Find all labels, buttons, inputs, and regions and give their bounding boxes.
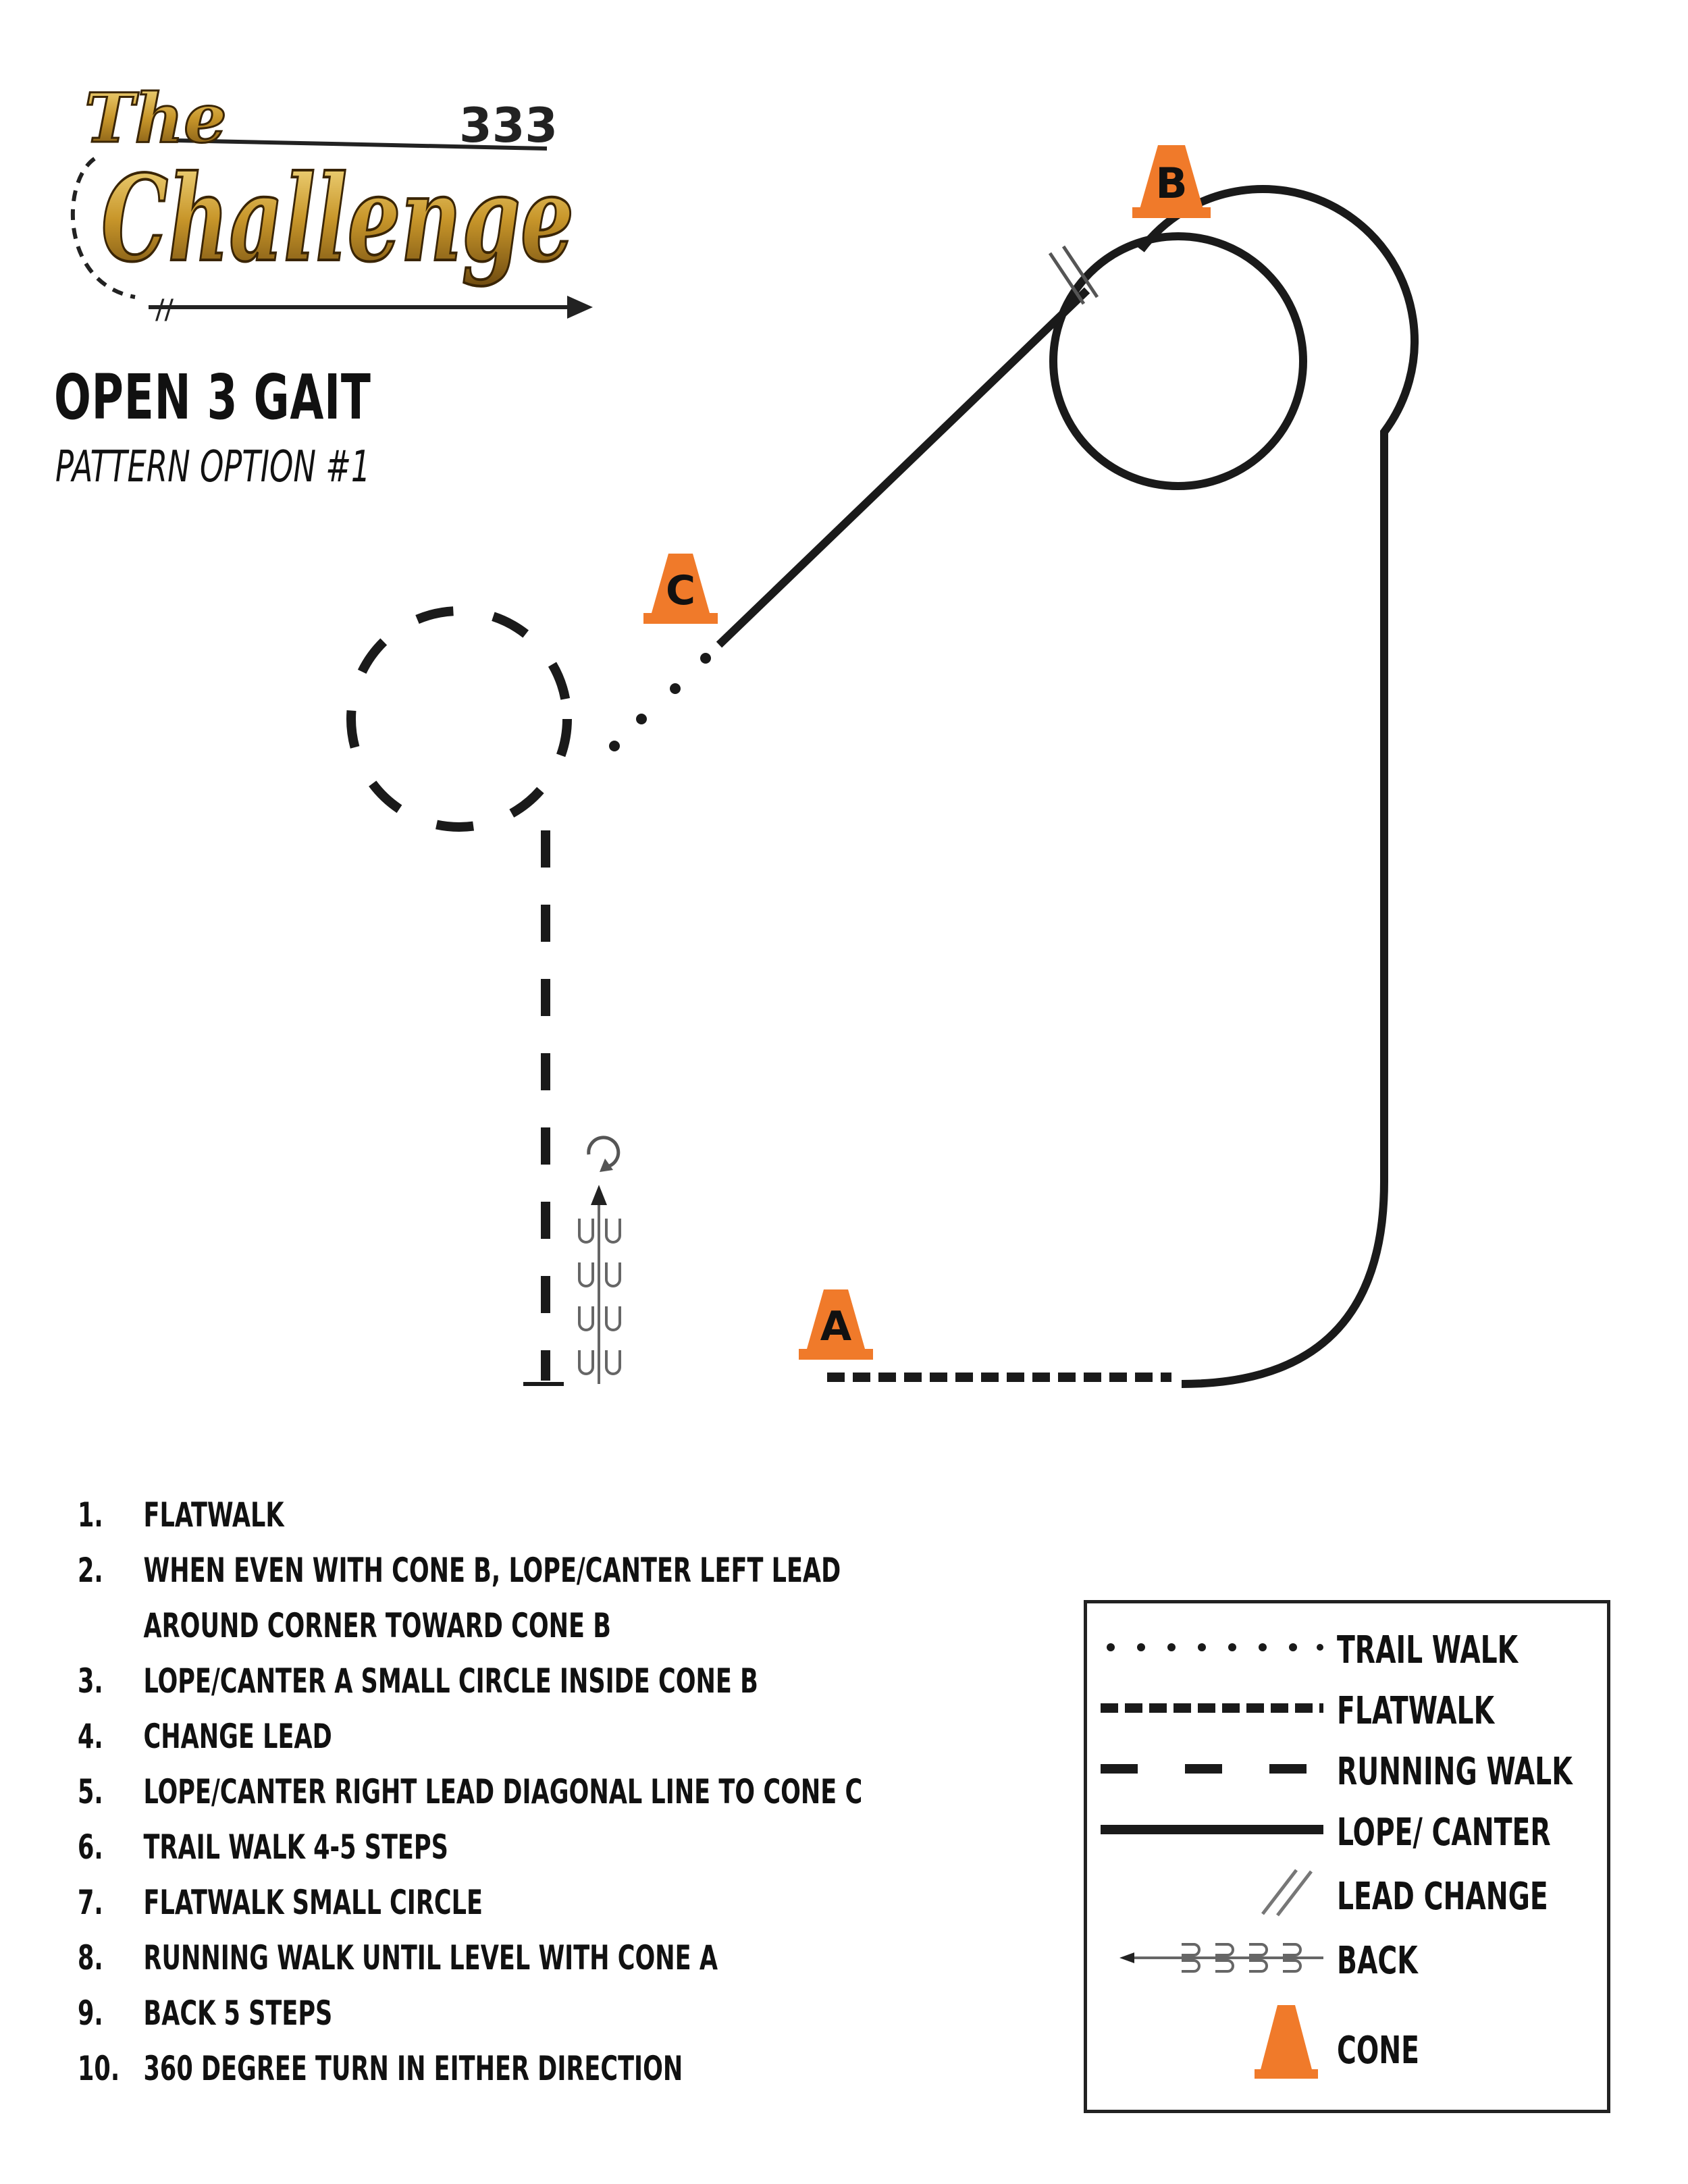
list-item: 9.BACK 5 STEPS (78, 1994, 333, 2033)
legend-label: LOPE/ CANTER (1337, 1811, 1551, 1855)
lead-change-mark-2 (1061, 245, 1099, 298)
cone-c-label: C (666, 567, 695, 614)
legend-item-trail-walk: TRAIL WALK (1087, 1620, 1614, 1674)
legend-label: TRAIL WALK (1337, 1628, 1519, 1672)
logo-dashed-arc (70, 157, 136, 299)
list-item: 7.FLATWALK SMALL CIRCLE (78, 1883, 483, 1922)
short-dash-line-icon (1101, 1703, 1323, 1713)
lope-diagonal-line (716, 287, 1090, 648)
long-dash-line-icon (1101, 1764, 1323, 1774)
back-steps (578, 1185, 621, 1384)
double-slash-icon (1261, 1869, 1313, 1917)
cone-icon (1255, 2005, 1318, 2079)
logo-the: The (84, 78, 227, 158)
dotted-line-icon (1107, 1643, 1323, 1651)
legend-label: BACK (1337, 1939, 1418, 1983)
legend-label: LEAD CHANGE (1337, 1875, 1548, 1919)
lope-path-corner (1138, 185, 1419, 1388)
legend-box: TRAIL WALK FLATWALK RUNNING WALK LOPE/ C… (1084, 1600, 1610, 2113)
legend-item-flatwalk: FLATWALK (1087, 1681, 1614, 1735)
legend-item-back: BACK (1087, 1931, 1614, 1985)
page-subtitle: PATTERN OPTION #1 (55, 442, 371, 492)
list-item: 4.CHANGE LEAD (78, 1717, 332, 1756)
pattern-diagram: B C A (346, 145, 1419, 1388)
cone-c: C (643, 554, 718, 624)
legend-item-running-walk: RUNNING WALK (1087, 1742, 1614, 1796)
list-item: 3.LOPE/CANTER A SMALL CIRCLE INSIDE CONE… (78, 1661, 758, 1701)
cone-b: B (1132, 145, 1211, 218)
legend-item-lope-canter: LOPE/ CANTER (1087, 1803, 1614, 1857)
solid-line-icon (1101, 1825, 1323, 1834)
lead-change-mark-1 (1048, 252, 1086, 305)
list-item: 1.FLATWALK (78, 1495, 284, 1535)
list-item: 10.360 DEGREE TURN IN EITHER DIRECTION (78, 2049, 683, 2088)
logo-arrowhead (567, 296, 593, 319)
list-item: 5.LOPE/CANTER RIGHT LEAD DIAGONAL LINE T… (78, 1772, 863, 1811)
back-arrow-icon (1119, 1943, 1323, 1973)
trail-walk-dots (609, 653, 711, 751)
logo-challenge: Challenge (101, 150, 574, 288)
cone-a: A (799, 1289, 873, 1360)
list-item: 2.WHEN EVEN WITH CONE B, LOPE/CANTER LEF… (78, 1551, 841, 1590)
legend-label: FLATWALK (1337, 1689, 1495, 1733)
logo-brand-mark: 333 (459, 98, 558, 153)
legend-label: CONE (1337, 2029, 1419, 2073)
lope-small-circle (1049, 232, 1307, 490)
cone-a-label: A (820, 1303, 852, 1350)
page-title: OPEN 3 GAIT (54, 361, 371, 433)
list-item: 8.RUNNING WALK UNTIL LEVEL WITH CONE A (78, 1938, 718, 1977)
list-item: 6.TRAIL WALK 4-5 STEPS (78, 1828, 448, 1867)
turn-360-icon (587, 1136, 621, 1172)
legend-item-cone: CONE (1087, 2002, 1614, 2083)
cone-b-label: B (1155, 159, 1187, 208)
list-item-continuation: AROUND CORNER TOWARD CONE B (143, 1606, 611, 1645)
challenge-logo: // 333 The Challenge (70, 78, 593, 325)
flatwalk-small-circle (346, 606, 572, 832)
legend-item-lead-change: LEAD CHANGE (1087, 1867, 1614, 1921)
logo-top-rule (175, 138, 548, 151)
legend-label: RUNNING WALK (1337, 1750, 1573, 1794)
logo-arrow-fletching: // (155, 294, 174, 325)
